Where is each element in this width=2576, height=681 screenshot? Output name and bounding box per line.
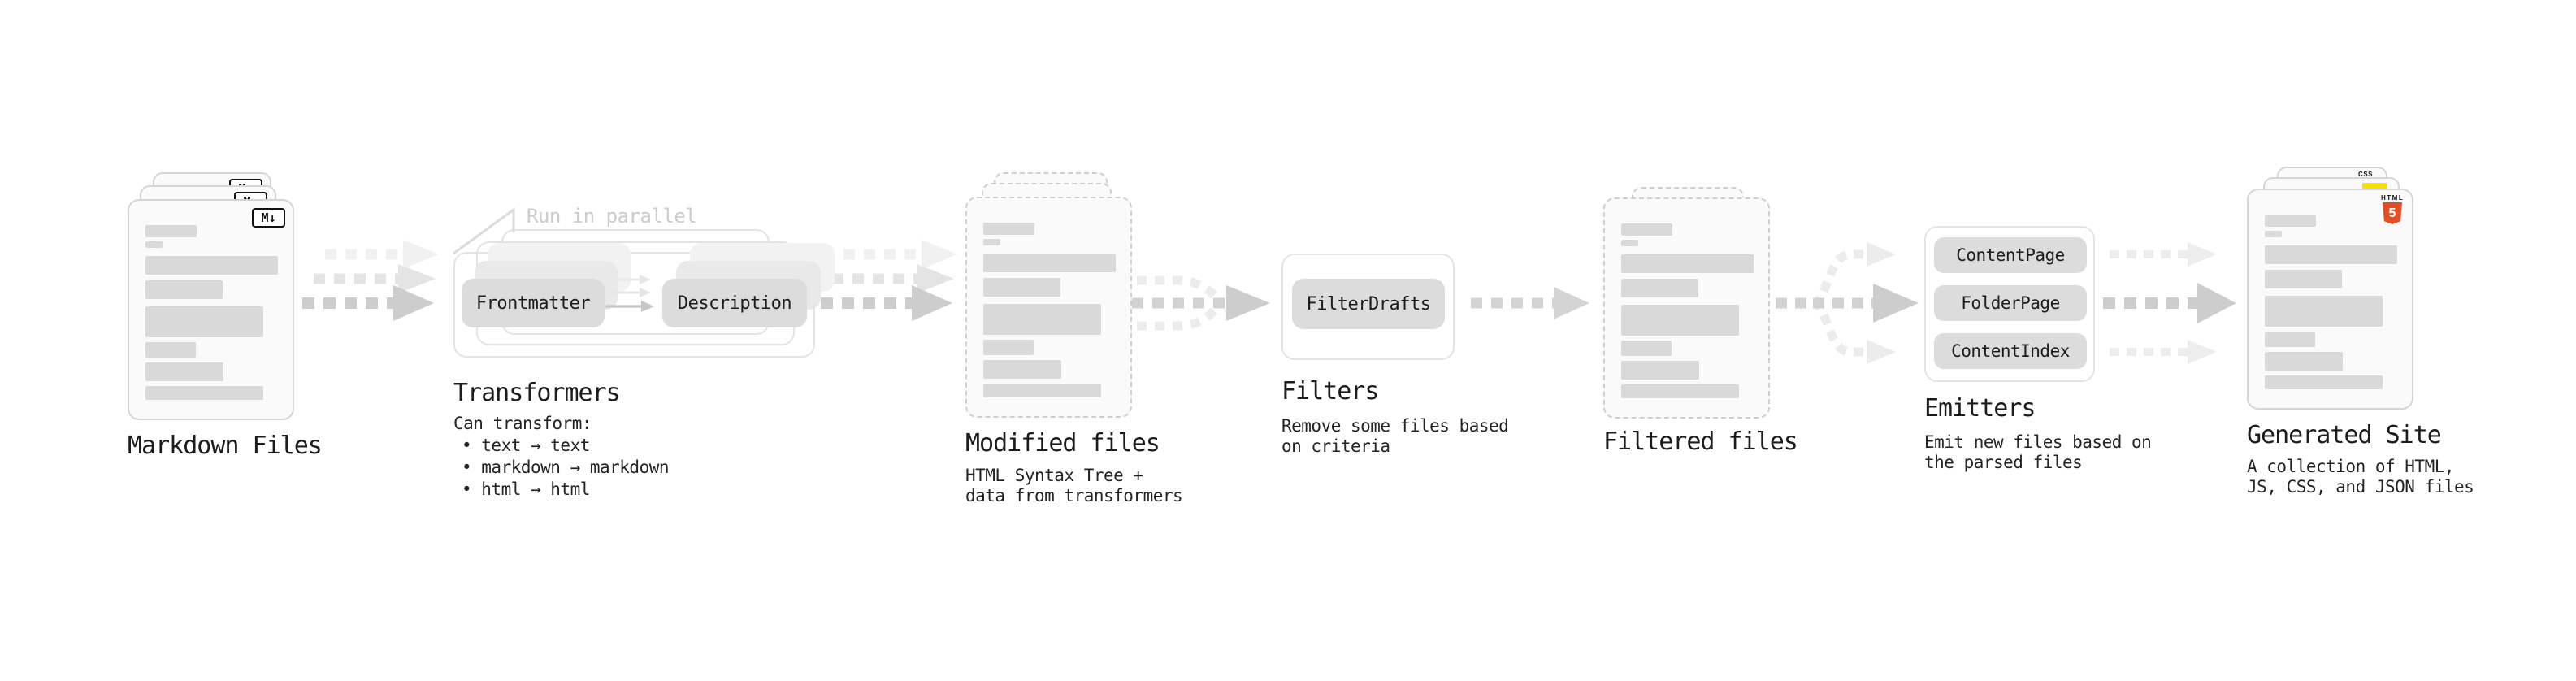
html5-caption: HTML [2381, 194, 2405, 202]
text-line-placeholder [2265, 245, 2397, 264]
desc-line: A collection of HTML, [2247, 457, 2455, 476]
arrow-folderpage-to-site [2103, 283, 2236, 323]
text-line-placeholder [2265, 352, 2343, 371]
transformer-description: Description [662, 279, 807, 327]
text-line-placeholder [1621, 361, 1699, 380]
filters-title: Filters [1281, 377, 1379, 406]
html5-icon: HTML 5 [2381, 194, 2404, 224]
emitter-contentpage: ContentPage [1934, 237, 2087, 273]
run-in-parallel-annotation: Run in parallel [527, 205, 697, 228]
filters-description: Remove some files based on criteria [1281, 416, 1509, 457]
text-line-placeholder [145, 280, 223, 299]
text-line-placeholder [145, 256, 278, 275]
text-line-placeholder [2265, 270, 2342, 288]
filter-filterdrafts: FilterDrafts [1292, 279, 1445, 329]
text-line-placeholder [145, 362, 223, 381]
desc-line: Emit new files based on [1924, 432, 2152, 452]
markdown-file-page-1: M↓ [128, 199, 294, 420]
desc-line: Remove some files based [1281, 416, 1509, 436]
emitters-title: Emitters [1924, 394, 2036, 423]
arrow-contentpage-to-site [2110, 242, 2217, 267]
text-line-placeholder [145, 241, 163, 248]
desc-line: HTML Syntax Tree + [965, 466, 1143, 485]
transformer-frontmatter: Frontmatter [462, 279, 605, 327]
emitters-box [1924, 226, 2095, 382]
markdown-icon: M↓ [252, 208, 285, 228]
text-line-placeholder [2265, 231, 2282, 237]
text-line-placeholder [2265, 215, 2316, 227]
arrow-filtered-to-emitters [1776, 242, 1919, 364]
transformers-description: Can transform: • text → text • markdown … [453, 413, 670, 501]
modified-files-label: Modified files [965, 429, 1160, 458]
text-line-placeholder [1621, 254, 1754, 273]
text-line-placeholder [983, 278, 1060, 297]
text-line-placeholder [145, 225, 197, 237]
emitter-contentindex: ContentIndex [1934, 333, 2087, 369]
emitter-folderpage: FolderPage [1934, 285, 2087, 321]
text-line-placeholder [983, 340, 1034, 355]
filtered-files-label: Filtered files [1603, 427, 1798, 456]
arrow-markdown-to-transformers [302, 240, 439, 321]
desc-line: • markdown → markdown [462, 458, 670, 477]
emitters-description: Emit new files based on the parsed files [1924, 432, 2152, 473]
arrow-contentindex-to-site [2110, 340, 2217, 364]
text-line-placeholder [2265, 375, 2383, 389]
arrow-filters-to-filtered [1471, 287, 1589, 319]
desc-line: the parsed files [1924, 453, 2083, 472]
text-line-placeholder [145, 342, 196, 358]
generated-site-label: Generated Site [2247, 421, 2442, 449]
desc-line: JS, CSS, and JSON files [2247, 477, 2474, 497]
modified-file-page-1 [965, 197, 1132, 418]
filtered-file-page-1 [1603, 197, 1770, 419]
text-line-placeholder [1621, 340, 1672, 356]
generated-site-description: A collection of HTML, JS, CSS, and JSON … [2247, 457, 2474, 497]
text-line-placeholder [1621, 279, 1698, 297]
text-line-placeholder [983, 304, 1101, 335]
text-line-placeholder [1621, 305, 1739, 336]
site-html-page: HTML 5 [2247, 189, 2413, 410]
text-line-placeholder [983, 223, 1034, 235]
text-line-placeholder [2265, 296, 2383, 327]
desc-line: • text → text [462, 436, 590, 455]
parallel-arrows-icon [605, 275, 654, 312]
desc-line: data from transformers [965, 486, 1183, 505]
desc-line: on criteria [1281, 436, 1390, 456]
text-line-placeholder [983, 239, 1000, 245]
modified-files-description: HTML Syntax Tree + data from transformer… [965, 466, 1183, 506]
html5-shield: 5 [2383, 202, 2402, 224]
text-line-placeholder [983, 360, 1061, 379]
text-line-placeholder [2265, 332, 2315, 347]
text-line-placeholder [1621, 240, 1638, 246]
arrow-modified-to-filters [1132, 275, 1270, 331]
text-line-placeholder [1621, 384, 1739, 398]
desc-line: • html → html [462, 479, 590, 499]
text-line-placeholder [983, 384, 1101, 397]
transformers-title: Transformers [453, 379, 621, 407]
annotation-leader-line [453, 207, 515, 255]
text-line-placeholder [1621, 223, 1672, 236]
desc-line: Can transform: [453, 414, 592, 433]
text-line-placeholder [983, 254, 1116, 272]
arrow-transformers-to-modified [821, 240, 957, 321]
filters-box [1281, 254, 1455, 360]
text-line-placeholder [145, 306, 263, 337]
text-line-placeholder [145, 386, 263, 400]
markdown-files-label: Markdown Files [128, 432, 323, 460]
